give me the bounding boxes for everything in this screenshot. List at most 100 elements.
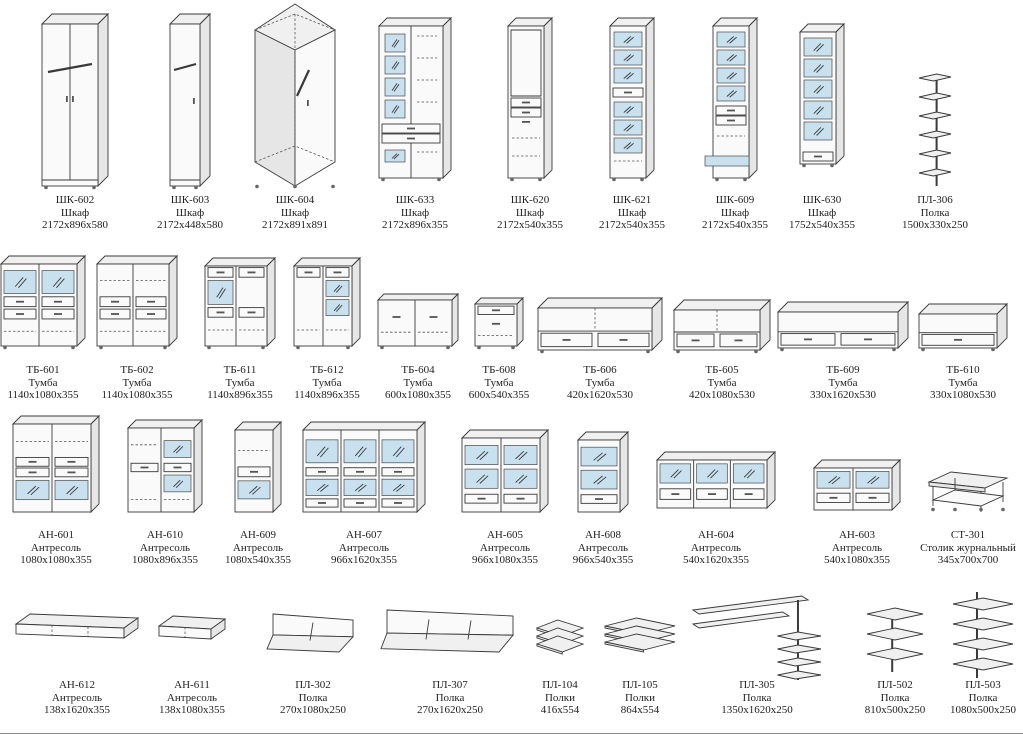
item-code: АН-609	[239, 529, 277, 541]
item-size: 138x1620x355	[44, 704, 110, 716]
item-name: Шкаф	[617, 206, 647, 219]
item-code: АН-610	[146, 529, 184, 541]
item-name: Шкаф	[280, 206, 310, 219]
item-name: Антресоль	[30, 541, 82, 554]
item-size: 1080x540x355	[225, 554, 291, 566]
item-code: ШК-603	[170, 194, 210, 206]
furniture-drawing	[301, 420, 427, 514]
item-code: АН-611	[174, 679, 210, 691]
item-name: Тумба	[403, 376, 433, 389]
item-name: Полка	[742, 691, 772, 704]
furniture-drawing	[254, 3, 336, 189]
item-code: АН-607	[345, 529, 383, 541]
item-size: 420x1620x530	[567, 389, 633, 401]
furniture-drawing	[918, 73, 952, 186]
furniture-drawing	[157, 615, 227, 640]
item-code: ТБ-609	[826, 364, 860, 376]
furniture-drawing	[473, 296, 525, 350]
item-size: 2172x891x891	[262, 219, 328, 231]
item-name: Тумба	[225, 376, 255, 389]
furniture-drawing	[292, 256, 362, 350]
item-size: 330x1080x530	[930, 389, 996, 401]
furniture-drawing	[380, 609, 514, 653]
item-name: Шкаф	[60, 206, 90, 219]
item-name: Антресоль	[479, 541, 531, 554]
item-code: СТ-301	[950, 529, 986, 541]
item-size: 2172x448x580	[157, 219, 223, 231]
item-name: Антресоль	[577, 541, 629, 554]
item-name: Антресоль	[51, 691, 103, 704]
item-size: 540x1620x355	[683, 554, 749, 566]
item-size: 2172x896x355	[382, 219, 448, 231]
item-name: Тумба	[122, 376, 152, 389]
item-name: Шкаф	[400, 206, 430, 219]
item-code: ТБ-612	[310, 364, 344, 376]
furniture-drawing	[691, 595, 822, 680]
furniture-drawing	[506, 16, 554, 182]
item-name: Полка	[435, 691, 465, 704]
furniture-drawing	[576, 430, 630, 514]
furniture-drawing	[776, 300, 910, 352]
item-size: 420x1080x530	[689, 389, 755, 401]
item-name: Антресоль	[166, 691, 218, 704]
item-name: Антресоль	[139, 541, 191, 554]
item-size: 600x1080x355	[385, 389, 451, 401]
item-name: Шкаф	[720, 206, 750, 219]
item-size: 1080x500x250	[950, 704, 1016, 716]
item-size: 2172x540x355	[702, 219, 768, 231]
item-name: Тумба	[828, 376, 858, 389]
item-code: ТБ-606	[583, 364, 617, 376]
item-code: ТБ-610	[946, 364, 980, 376]
item-name: Тумба	[28, 376, 58, 389]
item-name: Антресоль	[690, 541, 742, 554]
item-size: 1140x896x355	[207, 389, 273, 401]
item-size: 416x554	[540, 704, 580, 716]
item-size: 540x1080x355	[824, 554, 890, 566]
item-size: 2172x540x355	[497, 219, 563, 231]
item-code: ПЛ-302	[295, 679, 331, 691]
item-size: 1080x896x355	[132, 554, 198, 566]
furniture-drawing	[40, 12, 110, 190]
furniture-drawing	[812, 458, 902, 512]
item-size: 1140x1080x355	[101, 389, 173, 401]
item-size: 966x540x355	[572, 554, 634, 566]
item-code: ШК-621	[612, 194, 652, 206]
furniture-drawing	[233, 420, 283, 514]
item-size: 1500x330x250	[902, 219, 968, 231]
item-name: Столик журнальный	[920, 541, 1016, 554]
item-code: ТБ-608	[482, 364, 516, 376]
